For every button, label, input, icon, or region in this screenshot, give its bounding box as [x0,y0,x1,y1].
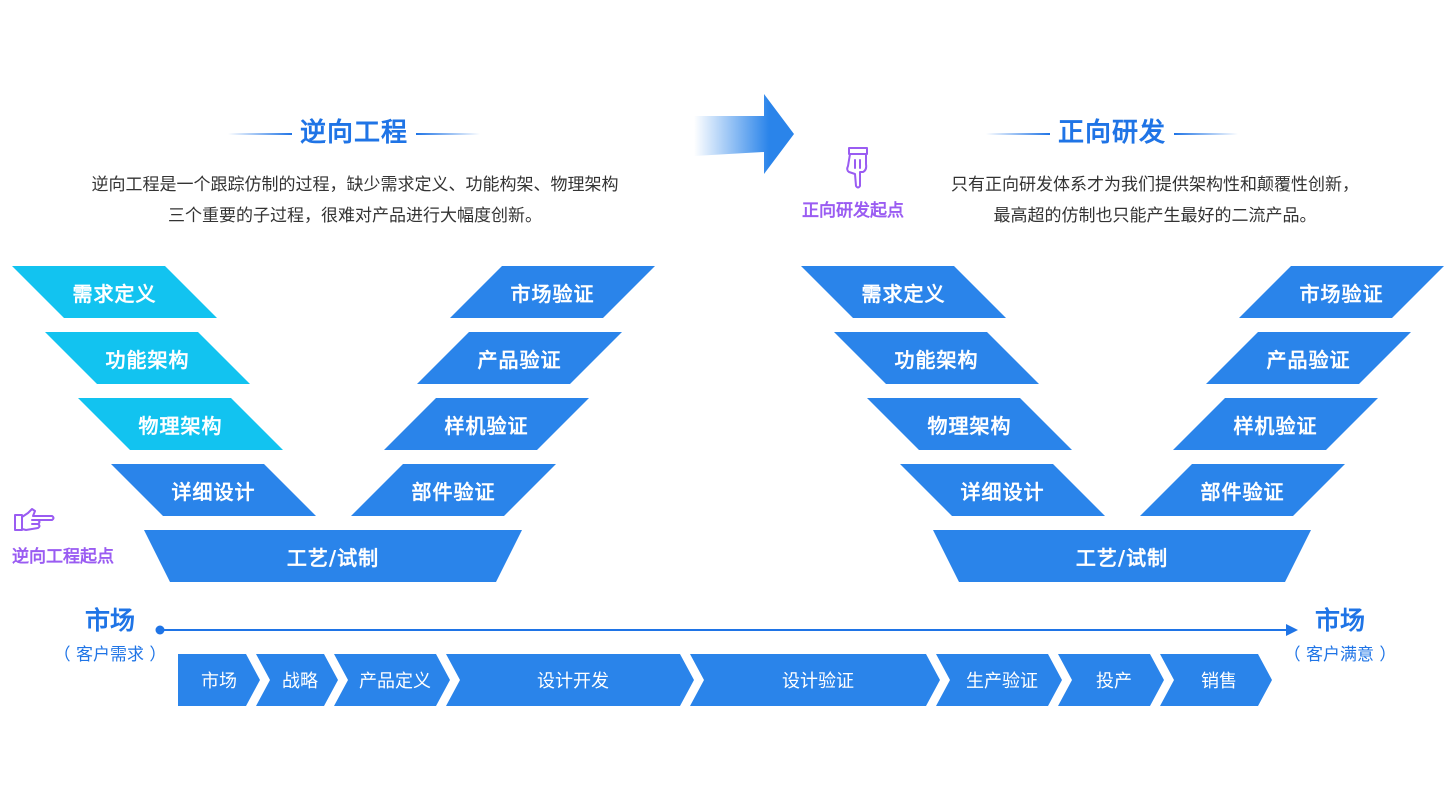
right-title: 正向研发 [1057,118,1166,148]
title-decor-line-right [416,133,480,135]
left-v-step-prototype-verify: 样机验证 [384,398,589,450]
timeline-end-title: 市场 [1314,606,1365,635]
right-v-step-physical: 物理架构 [867,398,1072,450]
stage-strategy: 战略 [256,654,338,706]
left-v-step-market-verify: 市场验证 [450,266,655,318]
left-v-step-physical: 物理架构 [78,398,283,450]
left-description: 逆向工程是一个跟踪仿制的过程，缺少需求定义、功能构架、物理架构 三个重要的子过程… [30,170,680,232]
pointing-hand-down-icon [846,147,868,189]
right-start-label: 正向研发起点 [802,201,904,221]
left-title: 逆向工程 [299,118,408,148]
title-decor-line-right [1174,133,1238,135]
left-v-step-requirement: 需求定义 [12,266,217,318]
stage-production: 投产 [1058,654,1164,706]
left-desc-line-1: 逆向工程是一个跟踪仿制的过程，缺少需求定义、功能构架、物理架构 [91,175,619,195]
right-v-step-market-verify: 市场验证 [1239,266,1444,318]
right-desc-line-1: 只有正向研发体系才为我们提供架构性和颠覆性创新， [951,175,1359,195]
right-description: 只有正向研发体系才为我们提供架构性和颠覆性创新， 最高超的仿制也只能产生最好的二… [920,170,1390,232]
stage-market: 市场 [178,654,260,706]
timeline-start-subtitle: （ 客户需求 ） [53,645,167,665]
stage-design-verification: 设计验证 [690,654,940,706]
stage-production-verification: 生产验证 [936,654,1062,706]
left-v-step-detail: 详细设计 [111,464,316,516]
timeline-start-title: 市场 [84,606,135,635]
right-v-step-part-verify: 部件验证 [1140,464,1345,516]
right-v-step-requirement: 需求定义 [801,266,1006,318]
right-v-step-detail: 详细设计 [900,464,1105,516]
title-decor-line-left [228,133,292,135]
right-v-step-process: 工艺/试制 [933,530,1311,582]
left-v-step-function: 功能架构 [45,332,250,384]
right-desc-line-2: 最高超的仿制也只能产生最好的二流产品。 [993,206,1317,226]
title-decor-line-left [986,133,1050,135]
stage-sales: 销售 [1160,654,1272,706]
stage-design-development: 设计开发 [446,654,694,706]
left-start-label: 逆向工程起点 [12,547,114,567]
left-v-step-part-verify: 部件验证 [351,464,556,516]
left-title-block: 逆向工程 [228,116,480,152]
right-title-block: 正向研发 [986,116,1238,152]
timeline-end-subtitle: （ 客户满意 ） [1283,645,1397,665]
right-v-step-product-verify: 产品验证 [1206,332,1411,384]
timeline-axis-arrow [155,624,1298,636]
pointing-hand-right-icon [14,508,55,531]
left-v-step-process: 工艺/试制 [144,530,522,582]
left-desc-line-2: 三个重要的子过程，很难对产品进行大幅度创新。 [168,206,542,226]
stage-product-definition: 产品定义 [334,654,450,706]
right-v-step-prototype-verify: 样机验证 [1173,398,1378,450]
left-v-step-product-verify: 产品验证 [417,332,622,384]
right-v-step-function: 功能架构 [834,332,1039,384]
right-arrow-icon [694,94,794,174]
